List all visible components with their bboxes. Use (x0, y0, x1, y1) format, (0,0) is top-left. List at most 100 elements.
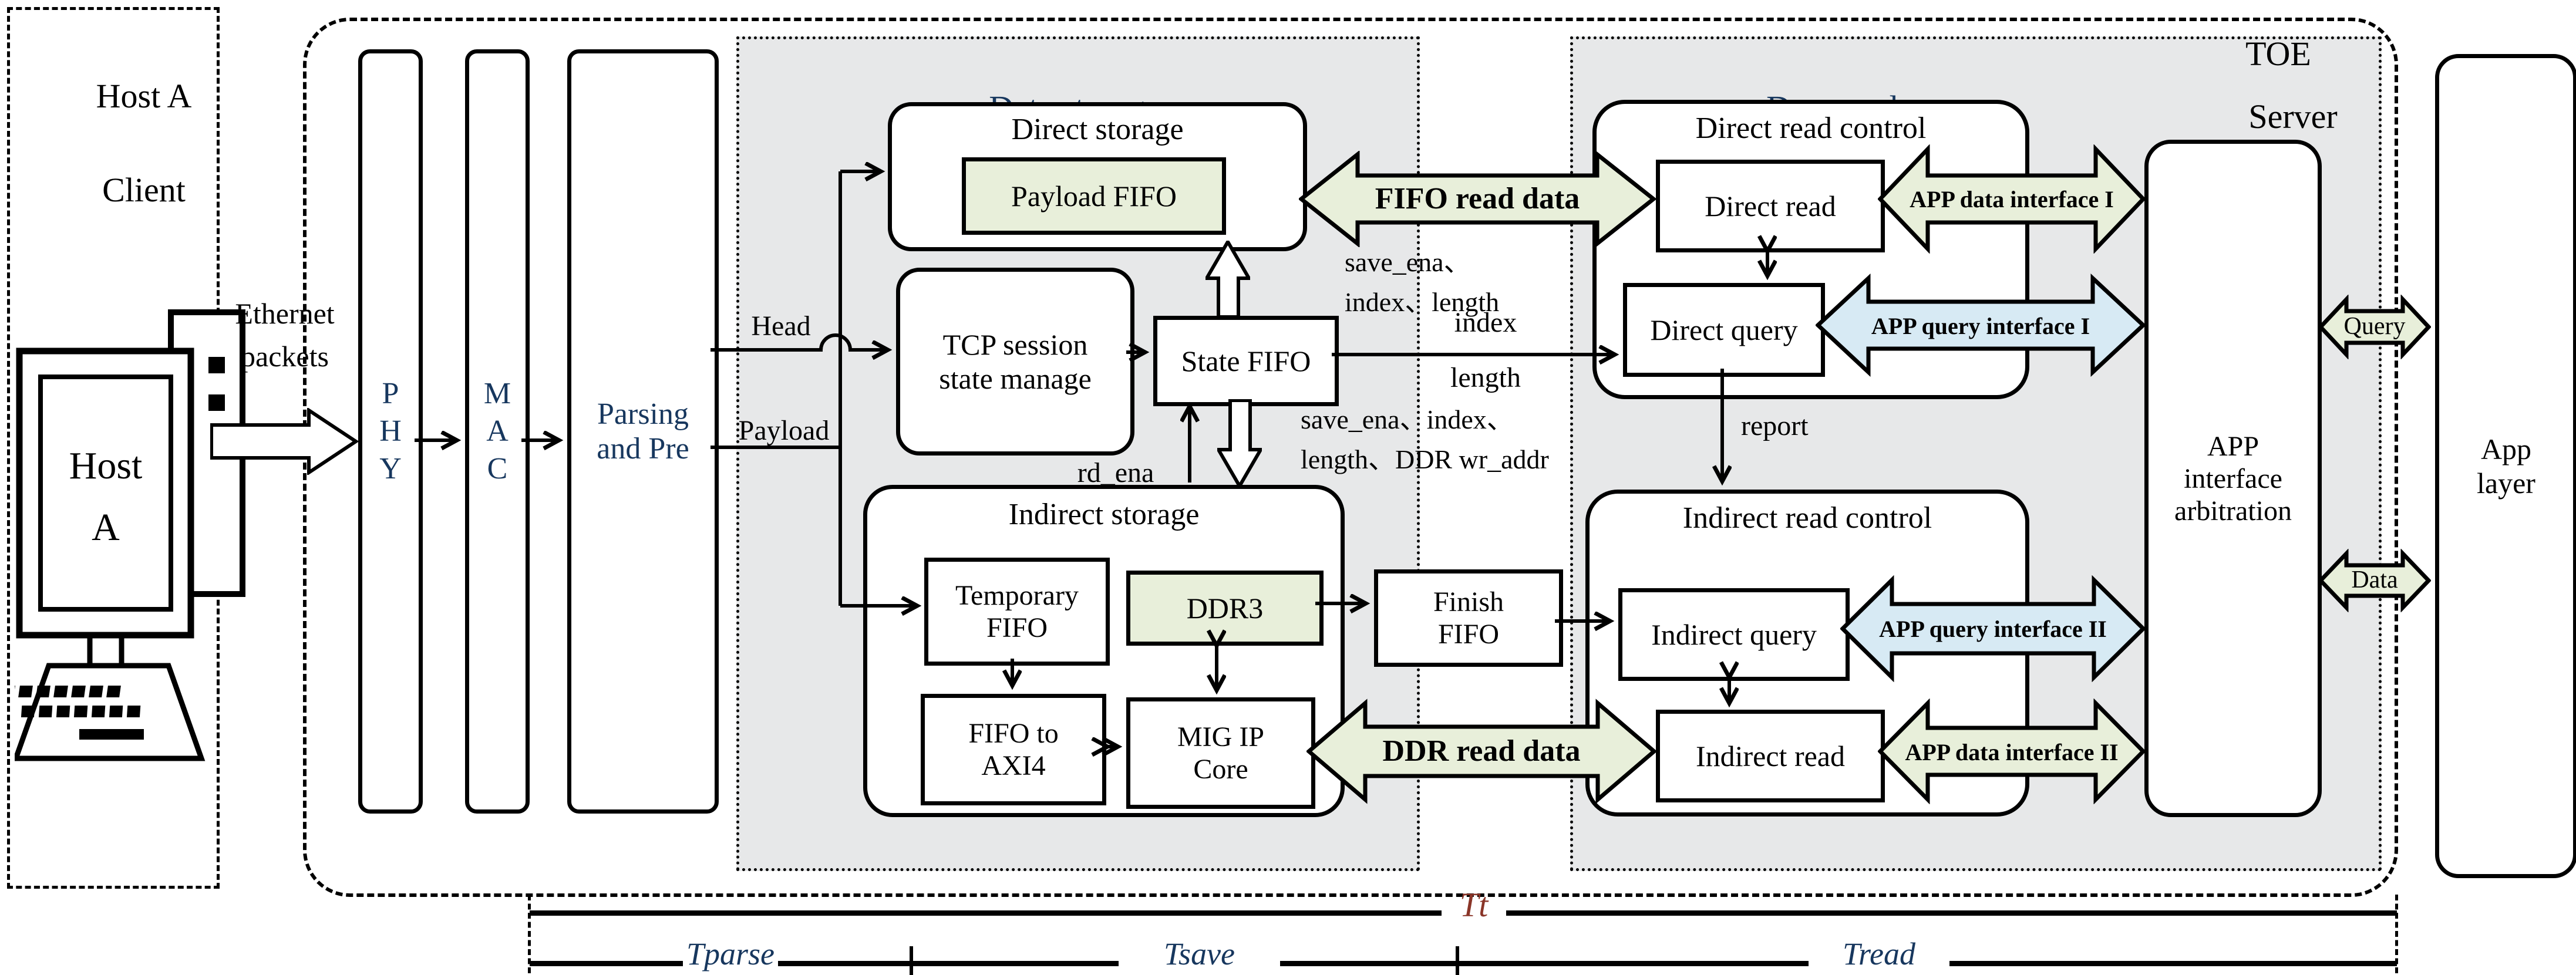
svg-text:Host: Host (69, 444, 143, 487)
tt-ruler-segment-left (530, 910, 1442, 916)
finish-fifo-line2: FIFO (1437, 619, 1500, 650)
save-ena-down-label-line1: save_ena、index、 (1301, 404, 1514, 434)
tcp-session-line2: state manage (939, 362, 1092, 395)
save-ena-down-arrow (1217, 399, 1262, 487)
parsing-label-line1: Parsing (597, 397, 689, 431)
fifo-to-axi4-line2: AXI4 (981, 750, 1046, 781)
state-fifo-box: State FIFO (1153, 316, 1339, 406)
rd-ena-label: rd_ena (1077, 457, 1154, 488)
phase-ruler-segment-3 (1280, 961, 1809, 966)
app-query-interface1-label: APP query interface I (1871, 313, 2090, 339)
tcp-session-line1: TCP session (942, 328, 1088, 361)
mac-letter-a: A (486, 414, 509, 448)
query-arrow: Query (2318, 295, 2431, 359)
save-ena-up-label-line2: index、length (1345, 287, 1500, 317)
ddr-read-data-label: DDR read data (1382, 734, 1581, 768)
mac-letter-m: M (483, 377, 511, 410)
arbitration-line2: interface (2184, 463, 2282, 494)
app-layer-box: App layer (2435, 54, 2576, 878)
indirect-read-box: Indirect read (1656, 710, 1885, 802)
tcp-session-box: TCP session state manage (896, 268, 1134, 456)
save-ena-down-label-line2: length、DDR wr_addr (1301, 444, 1549, 474)
indirect-storage-title: Indirect storage (1008, 498, 1200, 531)
temporary-fifo-line1: Temporary (955, 580, 1079, 611)
temporary-fifo-box: Temporary FIFO (924, 558, 1110, 666)
server-label: Server (2248, 97, 2338, 136)
host-label: Host A (96, 77, 192, 115)
direct-query-label: Direct query (1650, 313, 1798, 346)
app-data-interface1-arrow: APP data interface I (1878, 144, 2146, 254)
indirect-query-label: Indirect query (1651, 618, 1817, 651)
app-data-interface1-label: APP data interface I (1910, 186, 2114, 212)
host-computer-icon: Host A (15, 309, 245, 761)
fifo-to-axi4-box: FIFO to AXI4 (921, 694, 1106, 805)
app-data-interface2-label: APP data interface II (1905, 739, 2119, 765)
payload-fifo-label: Payload FIFO (1011, 180, 1177, 212)
state-fifo-label: State FIFO (1181, 345, 1311, 377)
save-ena-up-label-line1: save_ena、 (1345, 247, 1471, 277)
payload-fifo-box: Payload FIFO (962, 157, 1226, 235)
phase-ruler-segment-1 (530, 961, 683, 966)
ruler-right-boundary-tick (2395, 895, 2398, 973)
phase-ruler-segment-4 (1949, 961, 2397, 966)
length-label: length (1450, 362, 1521, 393)
app-data-interface2-arrow: APP data interface II (1878, 699, 2146, 804)
indirect-read-label: Indirect read (1695, 740, 1845, 772)
direct-read-box: Direct read (1656, 160, 1885, 252)
ruler-left-boundary-tick (528, 895, 531, 973)
phy-letter-p: P (382, 377, 399, 410)
client-label: Client (102, 171, 186, 209)
app-query-interface1-arrow: APP query interface I (1816, 274, 2146, 377)
arbitration-line1: APP (2207, 430, 2260, 462)
save-ena-up-arrow (1205, 241, 1250, 318)
svg-text:A: A (92, 506, 120, 549)
ethernet-packets-label-line1: Ethernet (235, 297, 335, 330)
mig-ip-core-line1: MIG IP (1177, 721, 1264, 753)
ethernet-packets-label-line2: packets (241, 340, 329, 373)
mig-ip-core-line2: Core (1193, 754, 1248, 785)
toe-label: TOE (2245, 35, 2311, 73)
phase-ruler-segment-2 (778, 961, 1119, 966)
phy-letter-y: Y (379, 452, 402, 485)
payload-label: Payload (738, 415, 830, 446)
app-query-interface2-label: APP query interface II (1879, 616, 2107, 642)
indirect-query-box: Indirect query (1618, 588, 1850, 681)
app-query-interface2-arrow: APP query interface II (1840, 575, 2146, 682)
fifo-read-data-arrow: FIFO read data (1299, 151, 1656, 247)
finish-fifo-box: Finish FIFO (1374, 569, 1563, 667)
ruler-tick-tparse-tsave (910, 946, 913, 975)
app-layer-line1: App (2480, 433, 2532, 465)
app-layer-line2: layer (2477, 467, 2535, 500)
fifo-read-data-label: FIFO read data (1375, 182, 1580, 215)
mac-letter-c: C (487, 452, 508, 485)
parsing-label-line2: and Pre (597, 432, 689, 465)
index-label: index (1454, 307, 1517, 338)
direct-query-box: Direct query (1623, 283, 1825, 377)
fifo-to-axi4-line1: FIFO to (968, 718, 1059, 749)
direct-read-label: Direct read (1705, 190, 1836, 222)
phy-block: P H Y (358, 49, 423, 814)
tt-ruler-segment-right (1506, 910, 2397, 916)
tt-label: Tt (1459, 886, 1489, 924)
ethernet-block-arrow (210, 408, 358, 475)
mig-ip-core-box: MIG IP Core (1126, 697, 1315, 809)
direct-read-control-title: Direct read control (1695, 112, 1927, 145)
parsing-pre-block: Parsing and Pre (567, 49, 719, 814)
ddr3-box: DDR3 (1126, 571, 1324, 646)
direct-storage-title: Direct storage (1011, 113, 1184, 146)
app-interface-arbitration-box: APP interface arbitration (2144, 140, 2322, 817)
tparse-label: Tparse (686, 936, 775, 971)
temporary-fifo-line2: FIFO (986, 612, 1048, 643)
ddr3-label: DDR3 (1186, 592, 1264, 625)
finish-fifo-line1: Finish (1433, 586, 1504, 618)
tread-label: Tread (1842, 936, 1916, 971)
indirect-read-control-title: Indirect read control (1682, 501, 1932, 535)
mac-block: M A C (465, 49, 530, 814)
ruler-tick-tsave-tread (1456, 946, 1459, 975)
data-arrow: Data (2318, 549, 2431, 612)
phy-letter-h: H (379, 414, 402, 448)
head-label: Head (751, 311, 811, 342)
arbitration-line3: arbitration (2174, 495, 2292, 527)
tsave-label: Tsave (1163, 936, 1235, 971)
